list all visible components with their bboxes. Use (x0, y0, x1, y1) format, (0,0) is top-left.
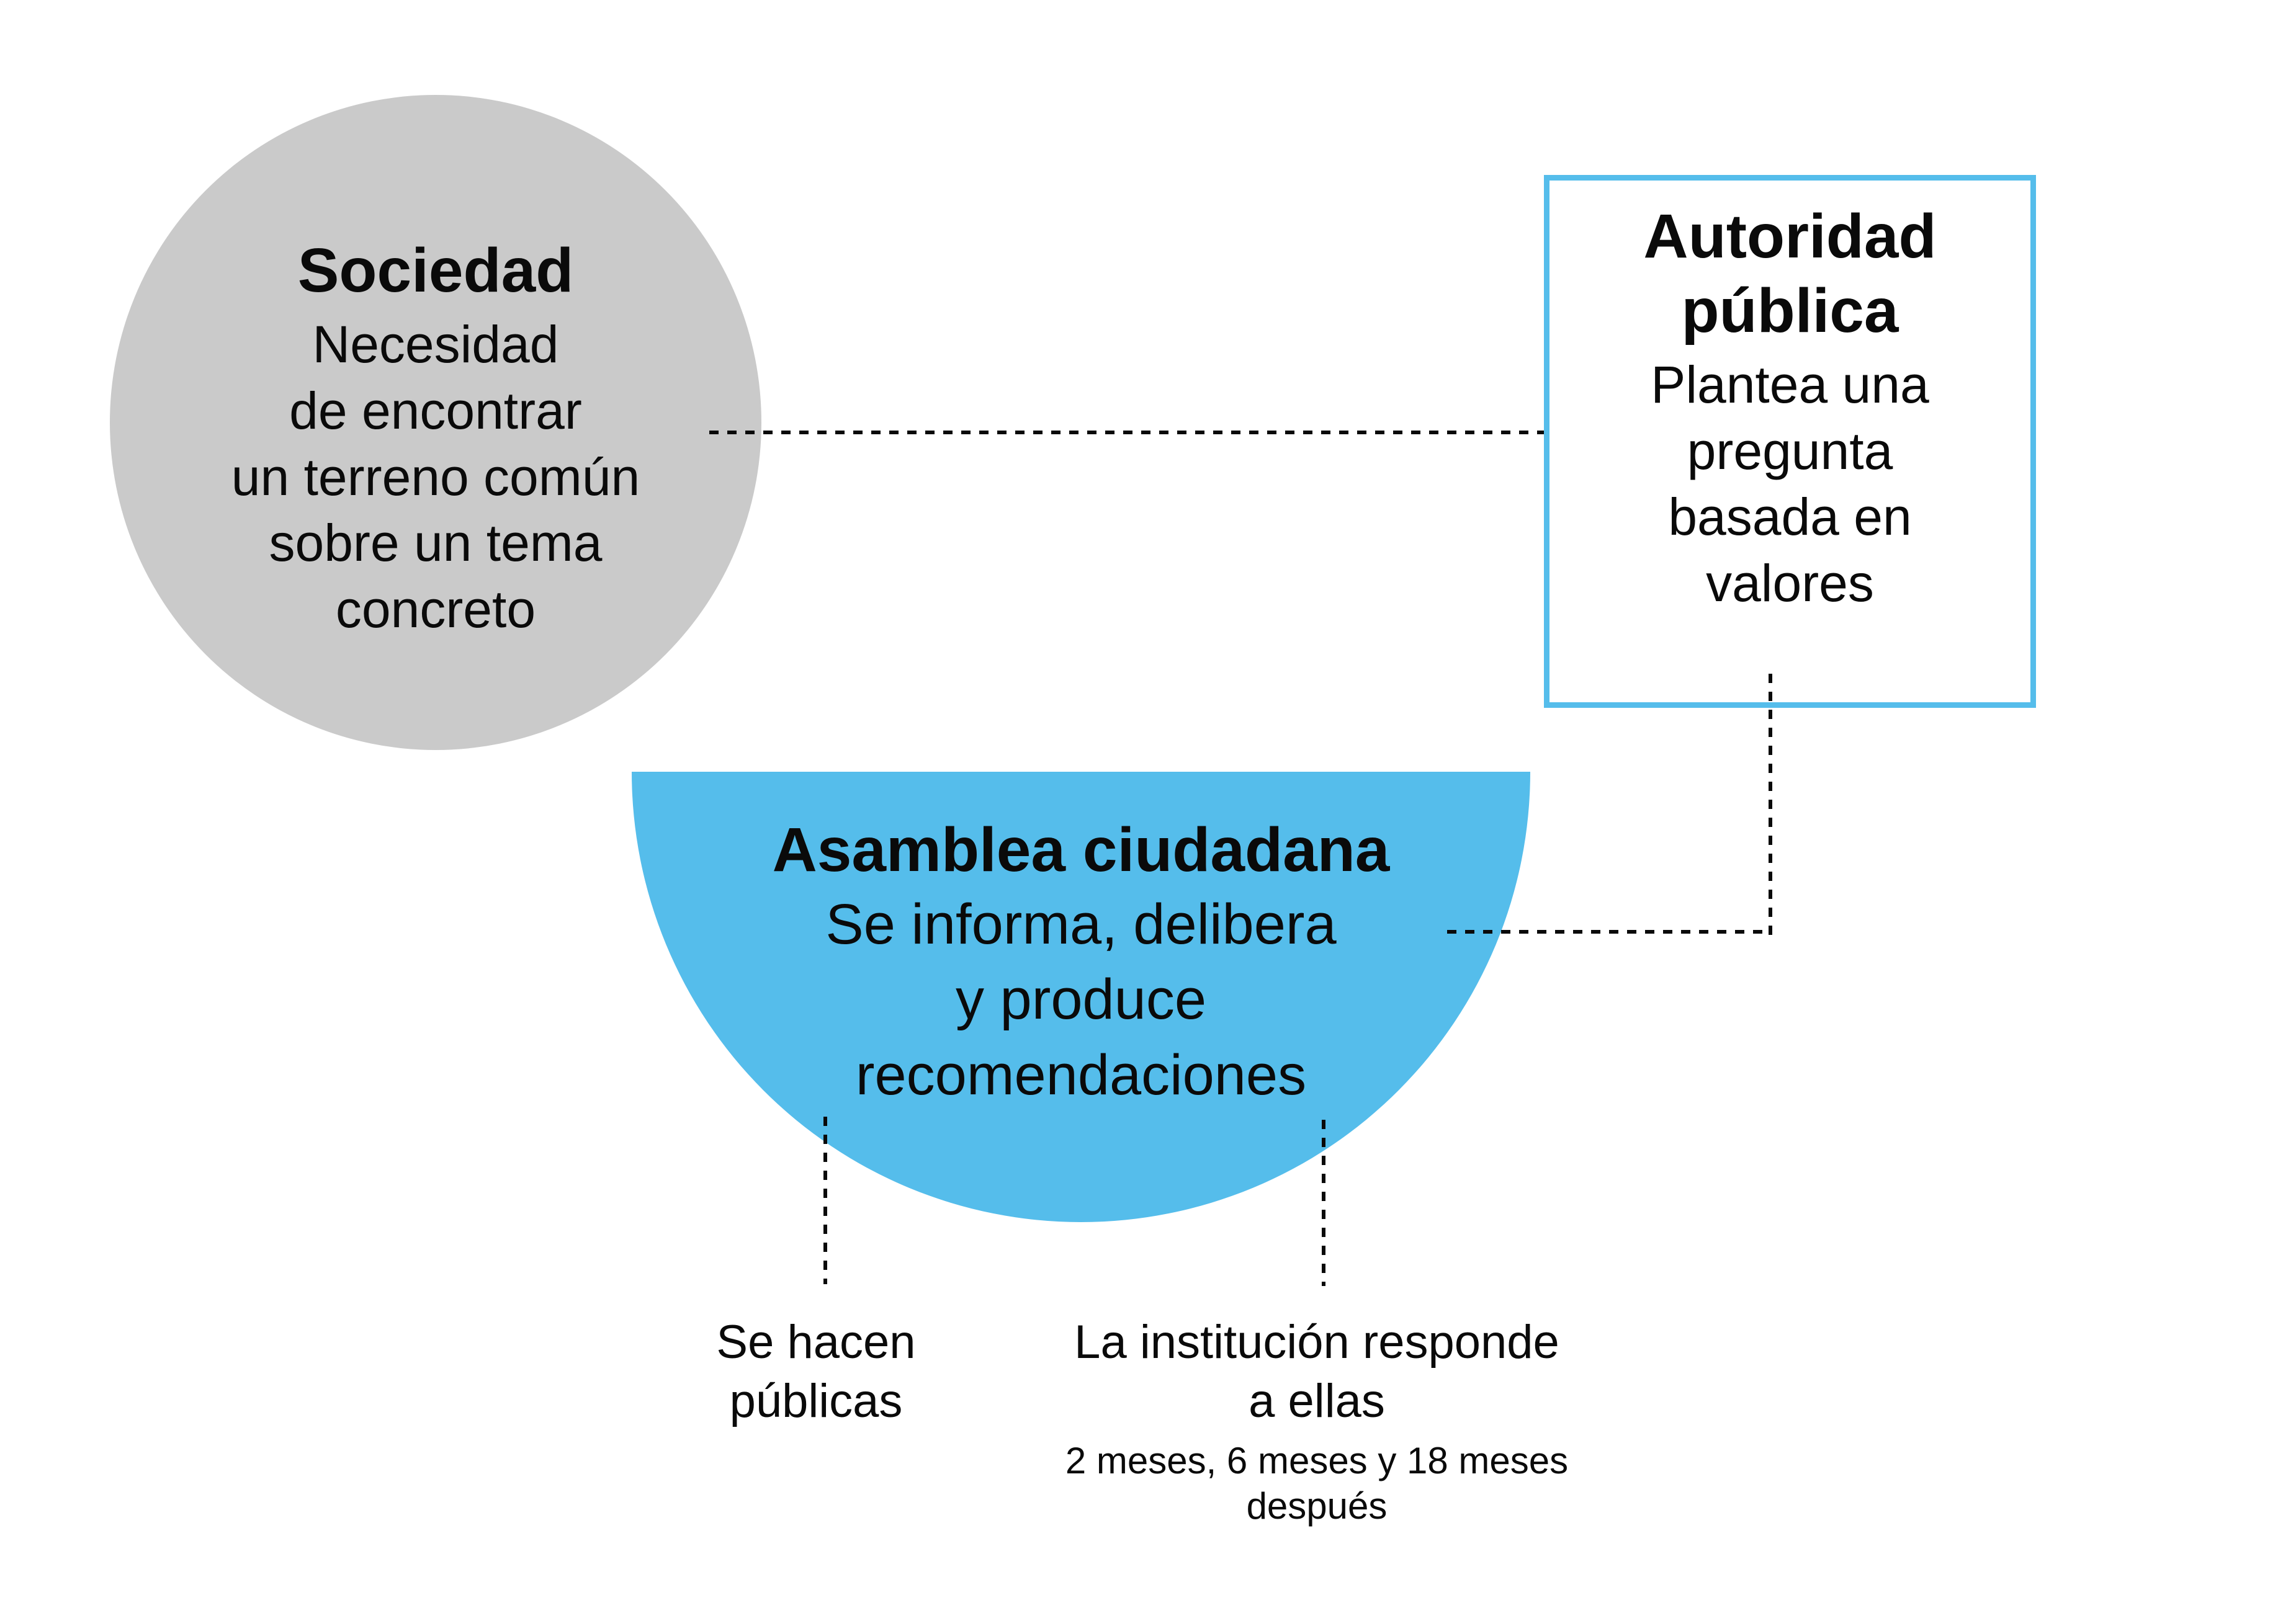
authority-body: Plantea una pregunta basada en valores (1651, 355, 1929, 613)
response-label: La institución responde a ellas (1074, 1316, 1559, 1427)
society-body: Necesidad de encontrar un terreno común … (231, 315, 640, 638)
assembly-semicircle-shape (632, 772, 1530, 1222)
response-timing: 2 meses, 6 meses y 18 meses después (1065, 1440, 1569, 1527)
response-block: La institución responde a ellas 2 meses,… (1000, 1313, 1633, 1529)
connector-society-to-authority (709, 431, 1544, 434)
connector-assembly-to-published (823, 1117, 827, 1284)
assembly-text: Asamblea ciudadana Se informa, delibera … (630, 769, 1531, 1113)
connector-authority-to-assembly (1447, 930, 1772, 934)
assembly-body: Se informa, delibera y produce recomenda… (825, 893, 1337, 1107)
society-circle: Sociedad Necesidad de encontrar un terre… (110, 95, 761, 750)
authority-title: Autoridad pública (1643, 202, 1937, 346)
published-label: Se hacen públicas (716, 1316, 916, 1427)
society-title: Sociedad (297, 236, 574, 306)
authority-box: Autoridad pública Plantea una pregunta b… (1544, 175, 2036, 708)
assembly-semicircle (632, 772, 1530, 1222)
assembly-title: Asamblea ciudadana (772, 815, 1390, 885)
connector-authority-down (1769, 674, 1772, 936)
connector-assembly-to-response (1322, 1120, 1325, 1286)
